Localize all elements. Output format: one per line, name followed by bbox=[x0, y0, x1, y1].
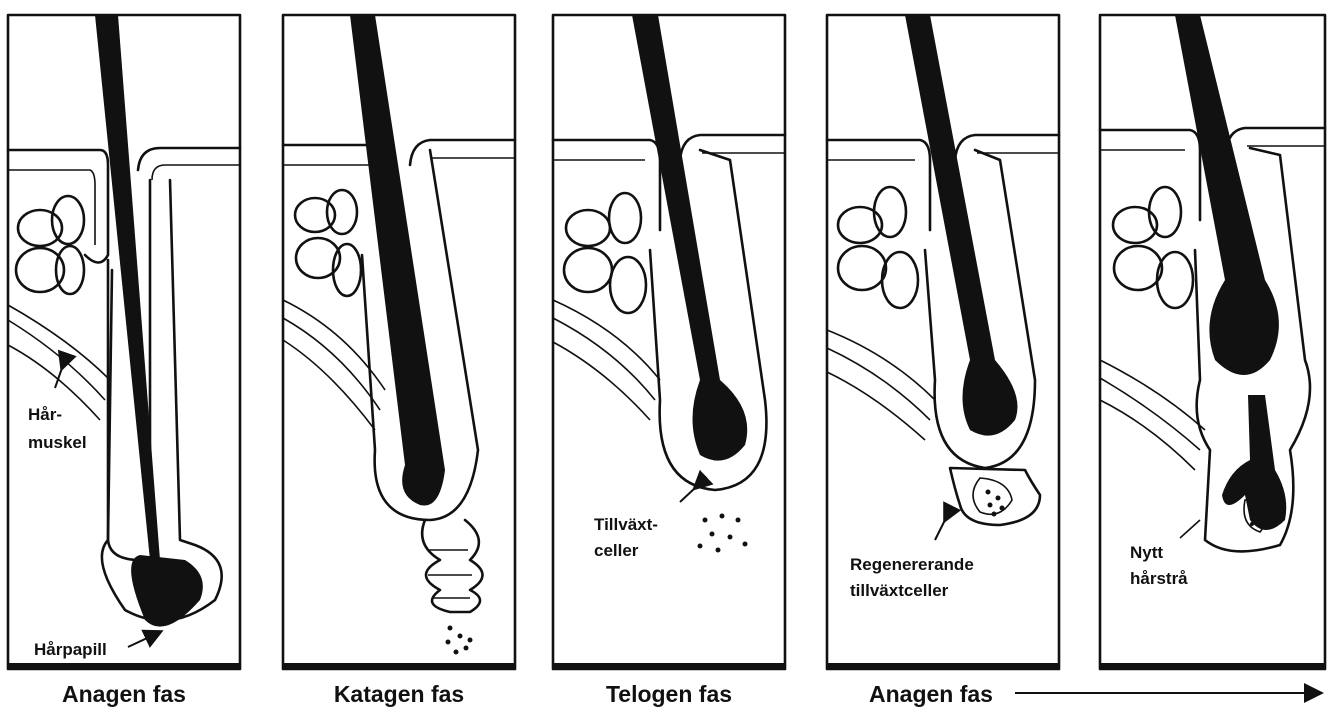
label-harpapill: Hårpapill bbox=[34, 640, 107, 659]
panel-anagen-regeneration: Regenererande tillväxtceller Anagen fas bbox=[827, 15, 1059, 707]
regenerating-cells bbox=[986, 490, 1005, 517]
caption-anagen: Anagen fas bbox=[62, 681, 186, 707]
sebaceous-gland bbox=[1113, 187, 1193, 308]
label-harstra: hårstrå bbox=[1130, 569, 1188, 588]
sebaceous-gland bbox=[16, 196, 84, 294]
scattered-cells bbox=[446, 626, 473, 655]
growth-cells bbox=[698, 514, 748, 553]
label-nytt: Nytt bbox=[1130, 543, 1163, 562]
label-regenererande: Regenererande bbox=[850, 555, 974, 574]
caption-anagen-2: Anagen fas bbox=[869, 681, 993, 707]
label-tillvaxt: Tillväxt- bbox=[594, 515, 658, 534]
panel-katagen: Katagen fas bbox=[283, 15, 515, 707]
sebaceous-gland bbox=[564, 193, 646, 313]
panel-anagen: Hår- muskel Hårpapill Anagen fas bbox=[8, 15, 240, 707]
panel-telogen: Tillväxt- celler Telogen fas bbox=[553, 15, 785, 707]
sebaceous-gland bbox=[838, 187, 918, 308]
label-har: Hår- bbox=[28, 405, 62, 424]
panel-new-hair: Nytt hårstrå bbox=[1100, 15, 1325, 670]
sebaceous-gland bbox=[295, 190, 361, 296]
label-tillvaxtceller: tillväxtceller bbox=[850, 581, 949, 600]
label-celler: celler bbox=[594, 541, 639, 560]
caption-katagen: Katagen fas bbox=[334, 681, 464, 707]
caption-telogen: Telogen fas bbox=[606, 681, 732, 707]
label-muskel: muskel bbox=[28, 433, 87, 452]
